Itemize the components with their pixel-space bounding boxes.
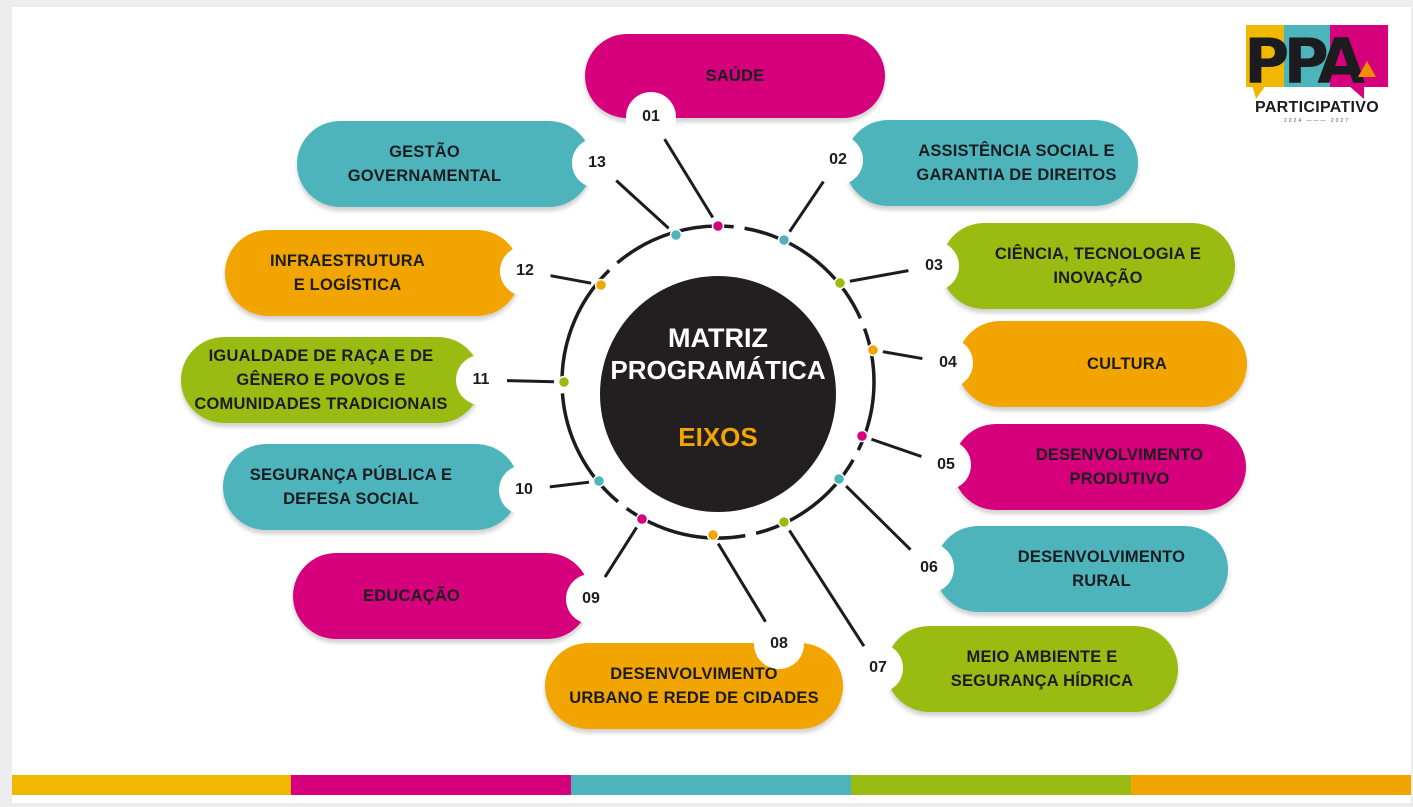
ring-dot-11 (557, 375, 571, 389)
axis-number-03: 03 (909, 241, 959, 291)
ring-dot-08 (706, 528, 720, 542)
axis-number-12: 12 (500, 246, 550, 296)
axis-pill-06: DESENVOLVIMENTO RURAL (935, 526, 1228, 612)
footer-bar-segment (291, 775, 571, 795)
axis-number-07: 07 (853, 643, 903, 693)
connector-line-06 (845, 484, 912, 551)
axis-number-10: 10 (499, 465, 549, 515)
axis-number-01: 01 (626, 92, 676, 142)
connector-line-02 (788, 180, 825, 233)
center-title-line2: PROGRAMÁTICA (610, 355, 826, 385)
ring-dot-04 (866, 343, 880, 357)
connector-line-11 (506, 379, 555, 384)
connector-line-04 (882, 350, 923, 361)
axis-pill-02: ASSISTÊNCIA SOCIAL E GARANTIA DE DIREITO… (845, 120, 1138, 206)
footer-bar-segment (851, 775, 1131, 795)
ring-dot-03 (833, 276, 847, 290)
footer-bar-segment (1131, 775, 1411, 795)
ppa-participativo-logo: PPA (1244, 25, 1388, 99)
axis-number-02: 02 (813, 135, 863, 185)
ring-dot-01 (711, 219, 725, 233)
center-subtitle: EIXOS (678, 422, 758, 452)
connector-line-03 (849, 269, 909, 283)
connector-line-05 (870, 437, 922, 458)
connector-line-07 (788, 529, 866, 647)
axis-number-13: 13 (572, 138, 622, 188)
ring-dot-05 (855, 429, 869, 443)
axis-pill-05: DESENVOLVIMENTO PRODUTIVO (953, 424, 1246, 510)
logo-years: 2024 ——— 2027 (1283, 118, 1351, 124)
axis-pill-09: EDUCAÇÃO (293, 553, 590, 639)
axis-pill-12: INFRAESTRUTURA E LOGÍSTICA (225, 230, 520, 316)
connector-line-10 (549, 480, 590, 489)
svg-text:PPA: PPA (1244, 25, 1365, 98)
connector-line-08 (716, 542, 767, 623)
ring-dot-02 (777, 233, 791, 247)
axis-number-04: 04 (923, 338, 973, 388)
axis-number-09: 09 (566, 574, 616, 624)
footer-bar-segment (571, 775, 851, 795)
axis-pill-13: GESTÃO GOVERNAMENTAL (297, 121, 592, 207)
center-title-line1: MATRIZ (668, 323, 768, 353)
axis-pill-10: SEGURANÇA PÚBLICA E DEFESA SOCIAL (223, 444, 519, 530)
ring-dot-07 (777, 515, 791, 529)
axis-pill-07: MEIO AMBIENTE E SEGURANÇA HÍDRICA (886, 626, 1178, 712)
ring-dot-06 (832, 472, 846, 486)
ring-dot-13 (669, 228, 683, 242)
connector-line-01 (663, 138, 715, 219)
axis-number-05: 05 (921, 440, 971, 490)
axis-number-11: 11 (456, 355, 506, 405)
connector-line-13 (615, 179, 670, 230)
connector-line-12 (550, 274, 592, 285)
connector-line-09 (603, 526, 638, 578)
axis-pill-08: DESENVOLVIMENTO URBANO E REDE DE CIDADES (545, 643, 843, 729)
axis-number-08: 08 (754, 619, 804, 669)
axis-number-06: 06 (904, 543, 954, 593)
ring-dot-12 (594, 278, 608, 292)
ring-dot-09 (635, 512, 649, 526)
footer-bar-segment (12, 775, 292, 795)
logo-wordmark: PARTICIPATIVO (1255, 99, 1379, 116)
axis-pill-11: IGUALDADE DE RAÇA E DE GÊNERO E POVOS E … (181, 337, 481, 423)
axis-pill-03: CIÊNCIA, TECNOLOGIA E INOVAÇÃO (941, 223, 1235, 309)
axis-pill-04: CULTURA (957, 321, 1247, 407)
ring-dot-10 (592, 474, 606, 488)
center-circle: MATRIZ PROGRAMÁTICA EIXOS (600, 276, 836, 512)
